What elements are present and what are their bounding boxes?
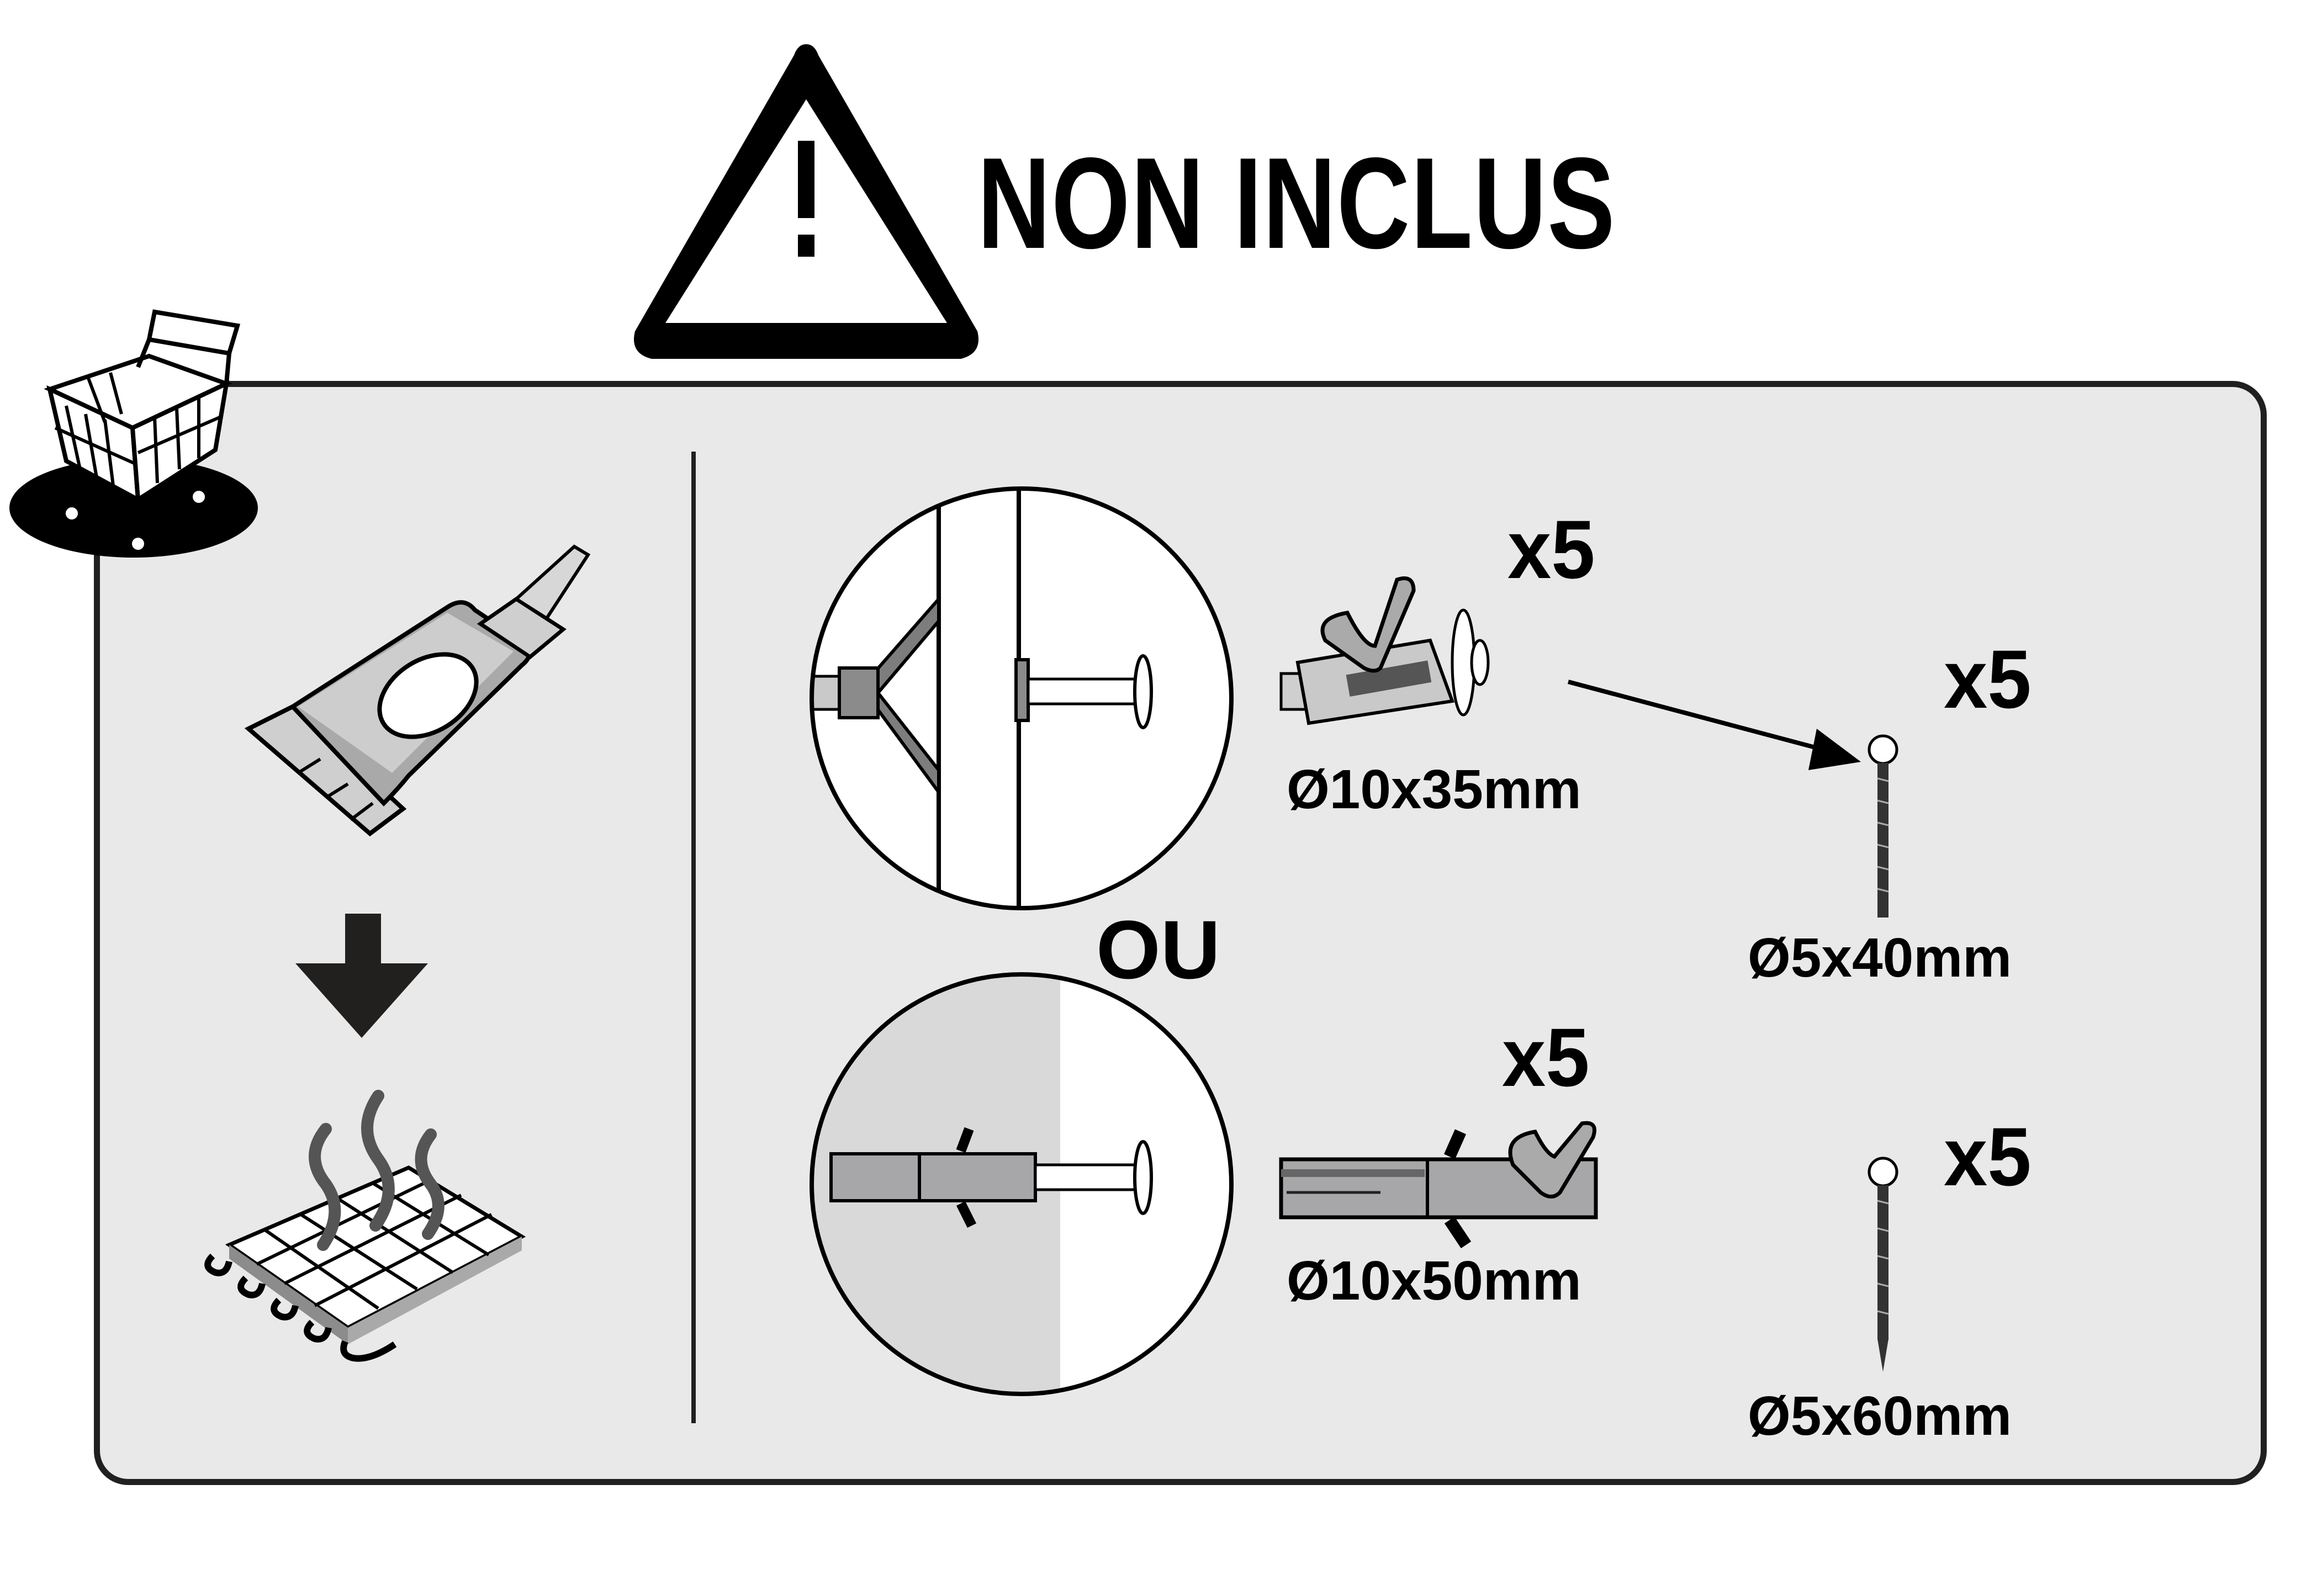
glue-tube-icon — [244, 544, 591, 837]
or-label: OU — [1096, 903, 1220, 996]
hollow-wall-detail-icon — [810, 486, 1234, 910]
anchor-quantity: x5 — [1507, 503, 1595, 596]
screw-quantity: x5 — [1944, 1110, 2032, 1203]
screw-dimension: Ø5x60mm — [1748, 1385, 2012, 1447]
hollow-wall-anchor-icon — [1279, 576, 1490, 725]
anchor-dimension: Ø10x50mm — [1287, 1250, 1581, 1312]
arrow-right-icon — [1567, 680, 1861, 770]
shopping-cart-icon — [9, 309, 258, 558]
screw-dimension: Ø5x40mm — [1748, 927, 2012, 989]
page-title: NON INCLUS — [977, 130, 1616, 275]
heated-floor-icon — [204, 1090, 526, 1362]
screw-icon — [1868, 1157, 1898, 1372]
anchor-dimension: Ø10x35mm — [1287, 759, 1581, 820]
section-divider — [691, 452, 696, 1423]
warning-triangle-icon — [634, 44, 978, 359]
wall-plug-icon — [1279, 1121, 1598, 1249]
screw-icon — [1868, 734, 1898, 918]
screw-quantity: x5 — [1944, 633, 2032, 725]
anchor-quantity: x5 — [1502, 1011, 1590, 1104]
arrow-down-icon — [295, 914, 428, 1038]
solid-wall-detail-icon — [810, 972, 1234, 1396]
